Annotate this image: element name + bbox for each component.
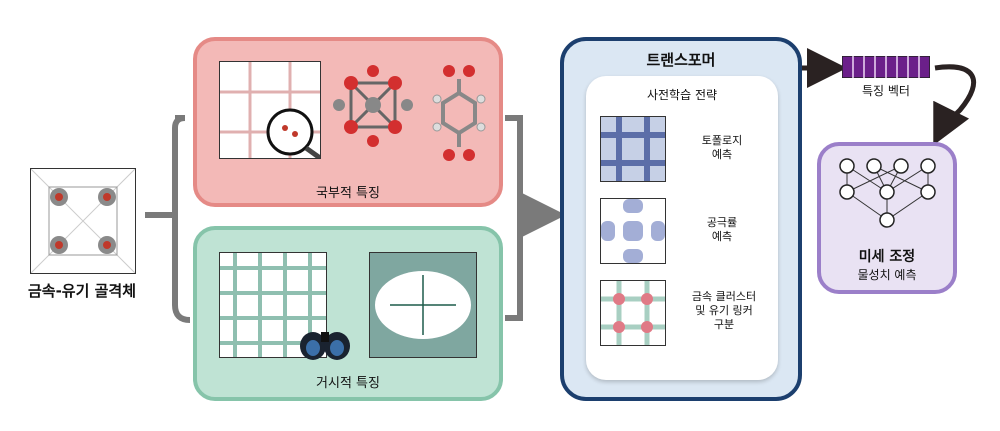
topology-graphic bbox=[601, 117, 665, 181]
feature-vector-label: 특징 벡터 bbox=[862, 84, 910, 98]
global-lattice-graphic bbox=[220, 253, 326, 357]
finetuning-title: 미세 조정 bbox=[858, 249, 916, 265]
right-bracket bbox=[505, 115, 548, 321]
finetuning-panel: 미세 조정 물성치 예측 bbox=[817, 142, 957, 294]
metal-cluster-graphic bbox=[333, 65, 413, 147]
topology-image bbox=[600, 116, 666, 182]
transformer-title: 트랜스포머 bbox=[646, 51, 716, 69]
cluster-linker-image bbox=[600, 280, 666, 346]
cluster-linker-graphic bbox=[601, 281, 665, 345]
pretraining-title: 사전학습 전략 bbox=[646, 88, 718, 102]
pretraining-panel: 사전학습 전략 토폴로지 예측 공극률 예측 금속 클러스터 및 bbox=[586, 76, 778, 380]
feature-vector-graphic bbox=[842, 56, 930, 78]
neural-network-graphic bbox=[839, 158, 936, 228]
local-lattice-graphic bbox=[220, 62, 322, 161]
task-topology-label: 토폴로지 예측 bbox=[701, 134, 743, 161]
task-cluster-linker-label: 금속 클러스터 및 유기 링커 구분 bbox=[691, 290, 757, 331]
mof-label: 금속-유기 골격체 bbox=[27, 282, 137, 300]
arrow-to-finetune bbox=[933, 64, 977, 146]
global-features-panel: 거시적 특징 bbox=[193, 226, 503, 401]
global-features-label: 거시적 특징 bbox=[316, 376, 380, 391]
organic-linker-graphic bbox=[432, 65, 486, 161]
porosity-image bbox=[600, 198, 666, 264]
pore-graphic bbox=[370, 253, 476, 357]
mof-structure-graphic bbox=[30, 168, 136, 274]
mof-structure-image bbox=[30, 168, 136, 274]
pore-image bbox=[369, 252, 477, 358]
finetuning-subtitle: 물성치 예측 bbox=[857, 268, 917, 282]
local-lattice-image bbox=[219, 61, 322, 161]
local-features-label: 국부적 특징 bbox=[316, 186, 380, 201]
task-porosity-label: 공극률 예측 bbox=[706, 216, 738, 243]
binoculars-icon bbox=[300, 332, 350, 360]
left-bracket bbox=[145, 115, 191, 323]
porosity-graphic bbox=[601, 199, 665, 263]
local-features-panel: 국부적 특징 bbox=[193, 37, 503, 207]
